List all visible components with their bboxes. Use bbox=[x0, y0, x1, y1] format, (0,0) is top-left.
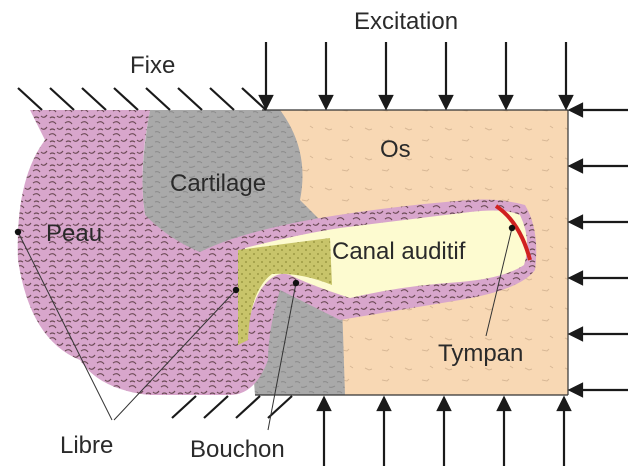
label-libre: Libre bbox=[60, 434, 113, 458]
excitation-arrows-right bbox=[570, 104, 628, 396]
label-os: Os bbox=[380, 138, 411, 162]
fixed-hatching-top bbox=[18, 88, 266, 110]
label-cartilage: Cartilage bbox=[170, 172, 266, 196]
label-fixe: Fixe bbox=[130, 54, 175, 78]
excitation-arrows-bottom bbox=[318, 398, 570, 466]
label-tympan: Tympan bbox=[438, 342, 523, 366]
excitation-arrows-top bbox=[260, 42, 572, 108]
label-canal-auditif: Canal auditif bbox=[332, 240, 465, 264]
label-bouchon: Bouchon bbox=[190, 438, 285, 462]
label-peau: Peau bbox=[46, 222, 102, 246]
label-excitation: Excitation bbox=[354, 10, 458, 34]
